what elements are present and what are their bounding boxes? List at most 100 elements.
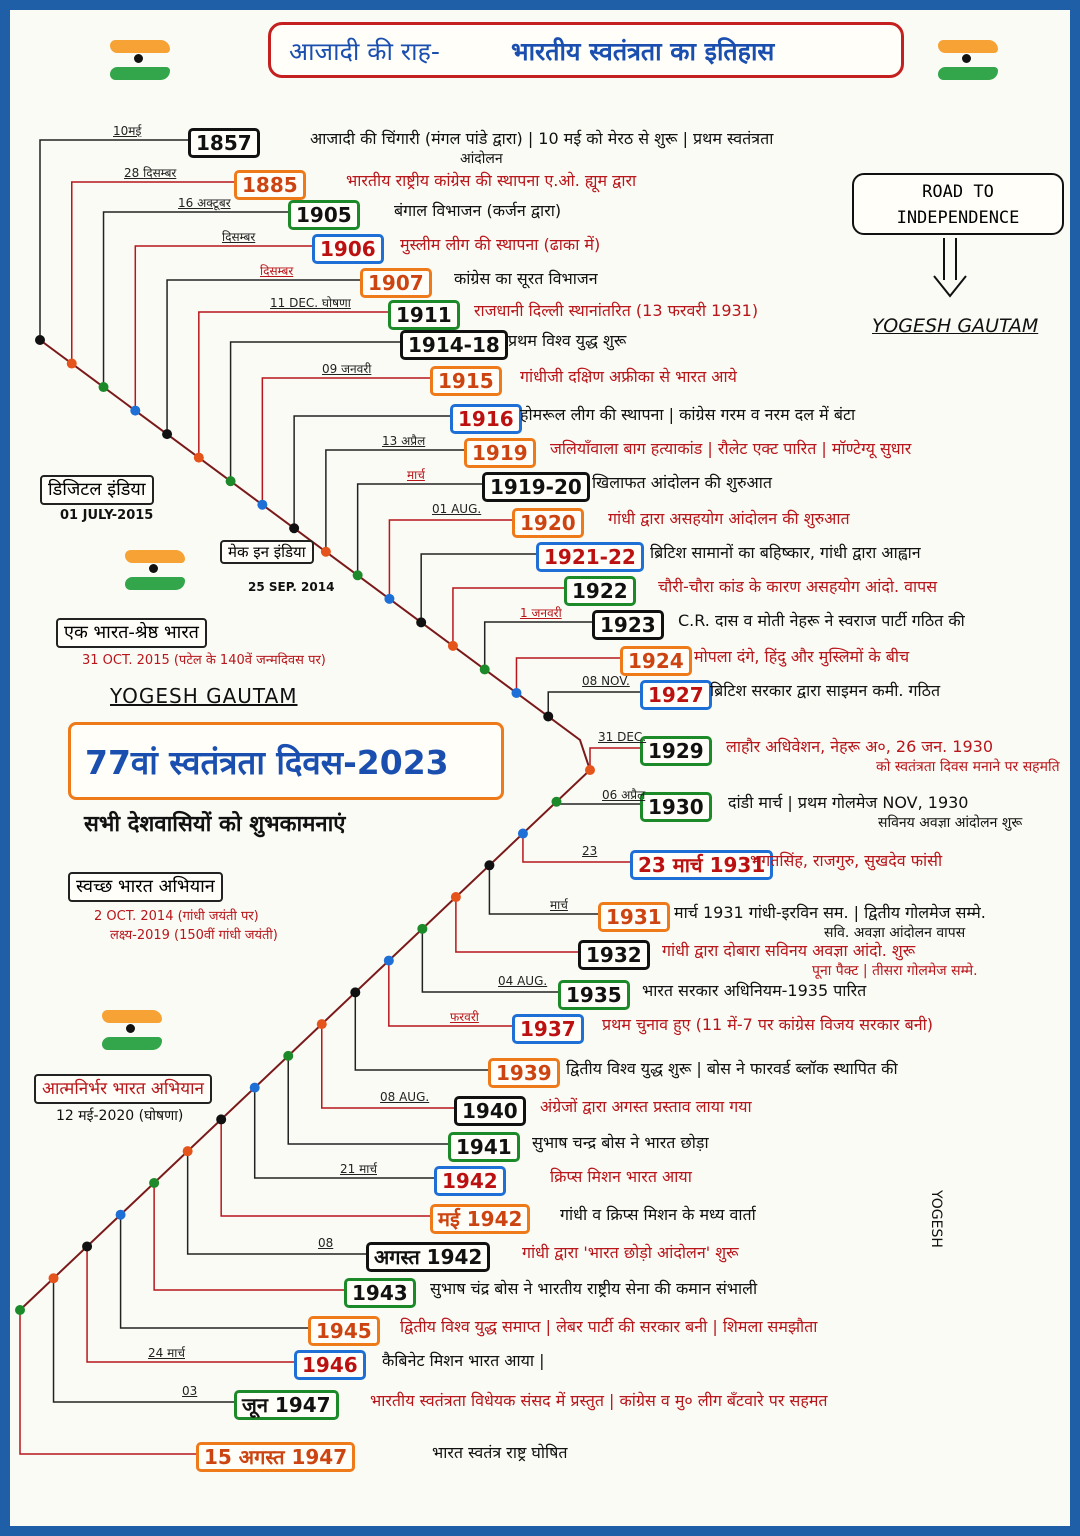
timeline-connector <box>321 1024 454 1109</box>
scheme-make-in-india: मेक इन इंडिया <box>220 540 314 564</box>
timeline-date: 01 AUG. <box>432 502 482 516</box>
timeline-node <box>447 640 458 651</box>
timeline-connector <box>39 139 188 340</box>
timeline-year-box: 1924 <box>620 646 692 676</box>
timeline-node <box>35 335 45 345</box>
timeline-date: दिसम्बर <box>260 264 294 278</box>
timeline-connector <box>287 1055 448 1145</box>
timeline-year-box: 1927 <box>640 680 712 710</box>
timeline-node <box>551 796 562 807</box>
timeline-connector <box>488 865 598 915</box>
timeline-year-box: 1906 <box>312 234 384 264</box>
timeline-year-box: 1942 <box>434 1166 506 1196</box>
timeline-connector <box>19 1310 196 1455</box>
timeline-description: गांधी व क्रिप्स मिशन के मध्य वार्ता <box>560 1205 756 1224</box>
timeline-connector <box>293 415 450 529</box>
timeline-year-box: 1932 <box>578 940 650 970</box>
timeline-date: दिसम्बर <box>222 230 256 244</box>
timeline-year-box: 1929 <box>640 736 712 766</box>
timeline-year-box: 1916 <box>450 404 522 434</box>
timeline-connector <box>421 928 558 993</box>
timeline-year-box: 1945 <box>308 1316 380 1346</box>
timeline-year-box: 1943 <box>344 1278 416 1308</box>
timeline-date: मार्च <box>407 468 425 482</box>
timeline-connector <box>220 1119 430 1217</box>
independence-day-box: 77वां स्वतंत्रता दिवस-2023 <box>68 722 504 800</box>
timeline-description-line2: सविनय अवज्ञा आंदोलन शुरू <box>878 815 1023 831</box>
timeline-node <box>450 892 461 903</box>
timeline-date: 13 अप्रैल <box>382 434 426 448</box>
timeline-year-box: अगस्त 1942 <box>366 1242 491 1272</box>
timeline-date: 10मई <box>113 124 142 138</box>
timeline-year-box: 1885 <box>234 170 306 200</box>
timeline-description: भारतीय स्वतंत्रता विधेयक संसद में प्रस्त… <box>370 1391 828 1410</box>
timeline-description: कैबिनेट मिशन भारत आया | <box>382 1351 545 1370</box>
timeline-description: सुभाष चंद्र बोस ने भारतीय राष्ट्रीय सेना… <box>430 1279 758 1298</box>
author-name: YOGESH GAUTAM <box>110 684 298 708</box>
timeline-node <box>130 405 141 416</box>
scheme-atmanirbhar-date: 12 मई-2020 (घोषणा) <box>56 1108 184 1124</box>
india-flag-icon <box>125 550 185 590</box>
timeline-wires <box>15 139 640 1455</box>
timeline-node <box>511 687 522 698</box>
timeline-node <box>417 923 428 934</box>
timeline-node <box>249 1082 260 1093</box>
timeline-date: 08 NOV. <box>582 674 630 688</box>
title-right: भारतीय स्वतंत्रता का इतिहास <box>511 37 775 66</box>
timeline-connector <box>388 519 512 599</box>
timeline-description: द्वितीय विश्व युद्ध समाप्त | लेबर पार्टी… <box>400 1317 818 1336</box>
timeline-node <box>320 546 331 557</box>
timeline-connector <box>198 311 388 458</box>
timeline-date: 04 AUG. <box>498 974 548 988</box>
timeline-date: मार्च <box>550 898 568 912</box>
timeline-date: 11 DEC. घोषणा <box>270 296 351 310</box>
timeline-node <box>48 1273 59 1284</box>
timeline-description: आजादी की चिंगारी (मंगल पांडे द्वारा) | 1… <box>310 129 774 167</box>
timeline-year-box: 1921-22 <box>536 542 644 572</box>
timeline-connector <box>388 960 512 1027</box>
timeline-year-box: 1857 <box>188 128 260 158</box>
timeline-date: 21 मार्च <box>340 1162 377 1176</box>
timeline-description: भारत स्वतंत्र राष्ट्र घोषित <box>432 1443 568 1462</box>
india-flag-icon <box>110 40 170 80</box>
timeline-node <box>352 570 363 581</box>
timeline-description-line2: आंदोलन <box>460 151 503 167</box>
timeline-connector <box>483 621 592 670</box>
timeline-year-box: 1941 <box>448 1132 520 1162</box>
timeline-year-box: 1905 <box>288 200 360 230</box>
timeline-description: मार्च 1931 गांधी-इरविन सम. | द्वितीय गोल… <box>674 903 986 941</box>
timeline-year-box: 1915 <box>430 366 502 396</box>
timeline-year-box: जून 1947 <box>234 1390 339 1420</box>
india-flag-icon <box>102 1010 162 1050</box>
timeline-year-box: 1923 <box>592 610 664 640</box>
timeline-node <box>517 828 528 839</box>
author-signature: YOGESH GAUTAM <box>872 315 1039 337</box>
timeline-description: राजधानी दिल्ली स्थानांतरित (13 फरवरी 193… <box>474 301 759 320</box>
timeline-node <box>149 1177 160 1188</box>
timeline-node <box>350 987 361 998</box>
scheme-swachh-bharat-date: 2 OCT. 2014 (गांधी जयंती पर) <box>94 909 259 924</box>
timeline-date: 06 अप्रैल <box>602 788 646 802</box>
timeline-date: 28 दिसम्बर <box>124 166 177 180</box>
timeline-connector <box>452 587 564 646</box>
scheme-ek-bharat-date: 31 OCT. 2015 (पटेल के 140वें जन्मदिवस पर… <box>82 653 326 668</box>
scheme-digital-india: डिजिटल इंडिया <box>40 475 154 505</box>
timeline-year-box: मई 1942 <box>430 1204 531 1234</box>
timeline-year-box: 1911 <box>388 300 460 330</box>
timeline-connector <box>547 691 640 717</box>
timeline-connector <box>229 341 400 482</box>
timeline-description: ब्रिटिश सरकार द्वारा साइमन कमी. गठित <box>710 681 941 700</box>
timeline-connector <box>119 1214 308 1329</box>
timeline-node <box>257 499 268 510</box>
timeline-node <box>182 1146 193 1157</box>
timeline-description-line2: पूना पैक्ट | तीसरा गोलमेज सम्मे. <box>812 963 978 979</box>
page-title: आजादी की राह- भारतीय स्वतंत्रता का इतिहा… <box>268 22 904 78</box>
timeline-date: फरवरी <box>450 1010 479 1024</box>
timeline-year-box: 23 मार्च 1931 <box>630 850 774 880</box>
timeline-node <box>316 1019 327 1030</box>
down-arrow-icon <box>933 238 967 298</box>
timeline-connector <box>589 747 640 770</box>
timeline-connector <box>52 1278 234 1403</box>
timeline-date: 31 DEC. <box>598 730 647 744</box>
